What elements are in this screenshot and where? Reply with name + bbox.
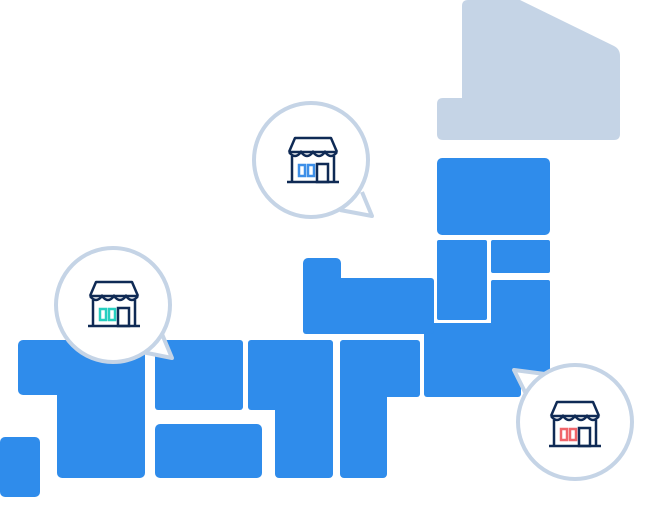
region-chugoku[interactable] <box>155 340 243 410</box>
region-chubu-south[interactable] <box>340 340 387 478</box>
region-tohoku-west[interactable] <box>437 240 487 320</box>
region-kansai-south[interactable] <box>275 340 333 478</box>
region-shikoku[interactable] <box>155 424 262 478</box>
store-bubble-east[interactable] <box>512 363 634 481</box>
region-kyushu-south[interactable] <box>57 340 145 478</box>
store-icon <box>547 400 603 448</box>
store-icon <box>285 136 341 184</box>
store-icon <box>86 280 142 328</box>
region-okinawa[interactable] <box>0 437 40 497</box>
region-tohoku-east[interactable] <box>491 240 550 273</box>
store-bubble-center[interactable] <box>252 101 374 219</box>
region-tohoku-north[interactable] <box>437 158 550 235</box>
store-bubble-west[interactable] <box>54 246 174 364</box>
region-hokuriku[interactable] <box>303 278 434 334</box>
region-kanto[interactable] <box>424 323 521 397</box>
region-hokkaido[interactable] <box>437 0 620 140</box>
